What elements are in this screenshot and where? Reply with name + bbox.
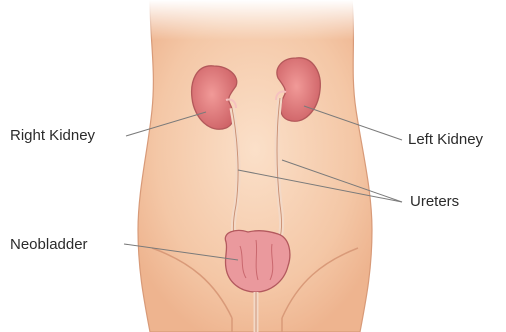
label-ureters: Ureters [410, 193, 459, 211]
label-right-kidney: Right Kidney [10, 127, 95, 145]
label-left-kidney: Left Kidney [408, 131, 483, 149]
label-neobladder: Neobladder [10, 236, 88, 254]
